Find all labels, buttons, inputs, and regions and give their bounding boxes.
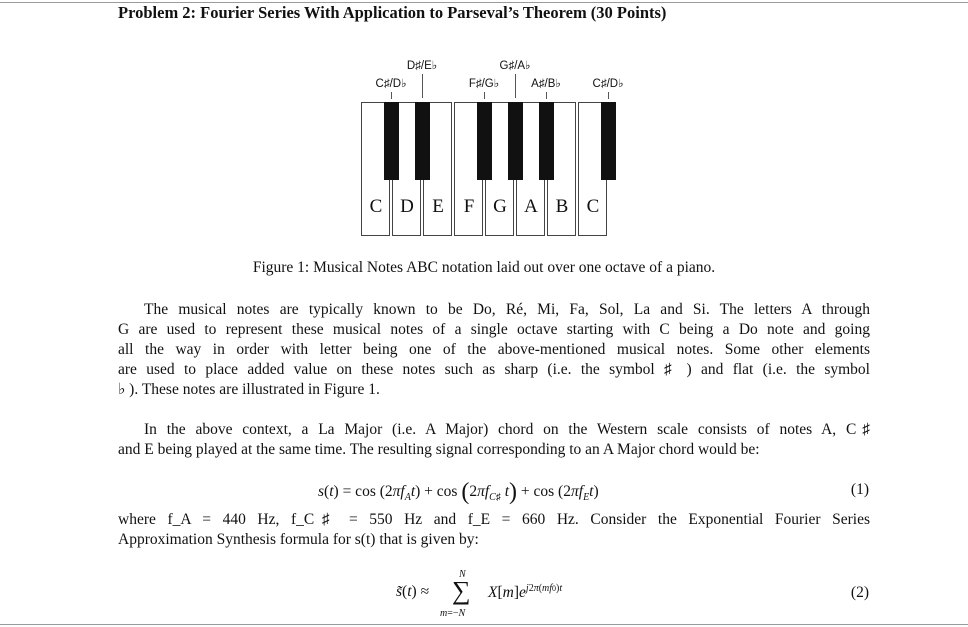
black-key-label: C♯/D♭ [375,78,407,90]
black-key [539,102,554,180]
paragraph-line: The musical notes are typically known to… [144,301,870,318]
where-line: Approximation Synthesis formula for s(t)… [118,531,479,548]
top-rule [0,2,968,3]
paragraph-line: all the way in order with letter being o… [118,341,870,358]
where-line: where f_A = 440 Hz, f_C♯ = 550 Hz and f_… [118,511,870,528]
paragraph-line: and E being played at the same time. The… [118,441,760,458]
white-key-label: E [432,196,444,217]
key-pointer-line [391,92,392,99]
paragraph-line: G are used to represent these musical no… [118,321,870,338]
equation-1-number: (1) [850,481,869,498]
white-key-label: F [463,196,475,217]
white-key-label: G [493,196,507,217]
paragraph-where: where f_A = 440 Hz, f_C♯ = 550 Hz and f_… [118,510,870,550]
black-key-label: G♯/A♭ [499,60,531,72]
problem-heading: Problem 2: Fourier Series With Applicati… [118,3,667,22]
key-pointer-line [484,92,485,99]
figure-caption: Figure 1: Musical Notes ABC notation lai… [252,259,716,276]
black-key-label: D♯/E♭ [406,60,438,72]
key-pointer-line [608,92,609,99]
black-key [508,102,523,180]
white-key-label: D [400,196,414,217]
paragraph-notes: The musical notes are typically known to… [118,300,870,400]
black-key [415,102,430,180]
paragraph-chord: In the above context, a La Major (i.e. A… [118,420,870,460]
white-key-label: C [369,196,383,217]
equation-2: s̃(t) ≈ N ∑ m=−N X[m]ej2π(mf0)t [396,569,563,619]
equation-2-number: (2) [850,584,869,601]
paragraph-line: ♭ ). These notes are illustrated in Figu… [118,381,380,398]
black-key [384,102,399,180]
bottom-rule [0,624,968,625]
black-key-label: A♯/B♭ [531,78,561,90]
white-key-label: C [586,196,600,217]
paragraph-line: are used to place added value on these n… [118,361,870,378]
key-pointer-line [546,92,547,99]
paragraph-line: In the above context, a La Major (i.e. A… [144,421,870,438]
black-key-label: F♯/G♭ [468,78,500,90]
key-pointer-line [515,74,516,98]
white-key-label: B [555,196,569,217]
equation-1: s(t) = cos (2πfAt) + cos (2πfC♯ t) + cos… [318,479,599,505]
key-pointer-line [422,74,423,98]
black-key [601,102,616,180]
black-key [477,102,492,180]
black-key-label: C♯/D♭ [592,78,624,90]
white-key-label: A [524,196,538,217]
